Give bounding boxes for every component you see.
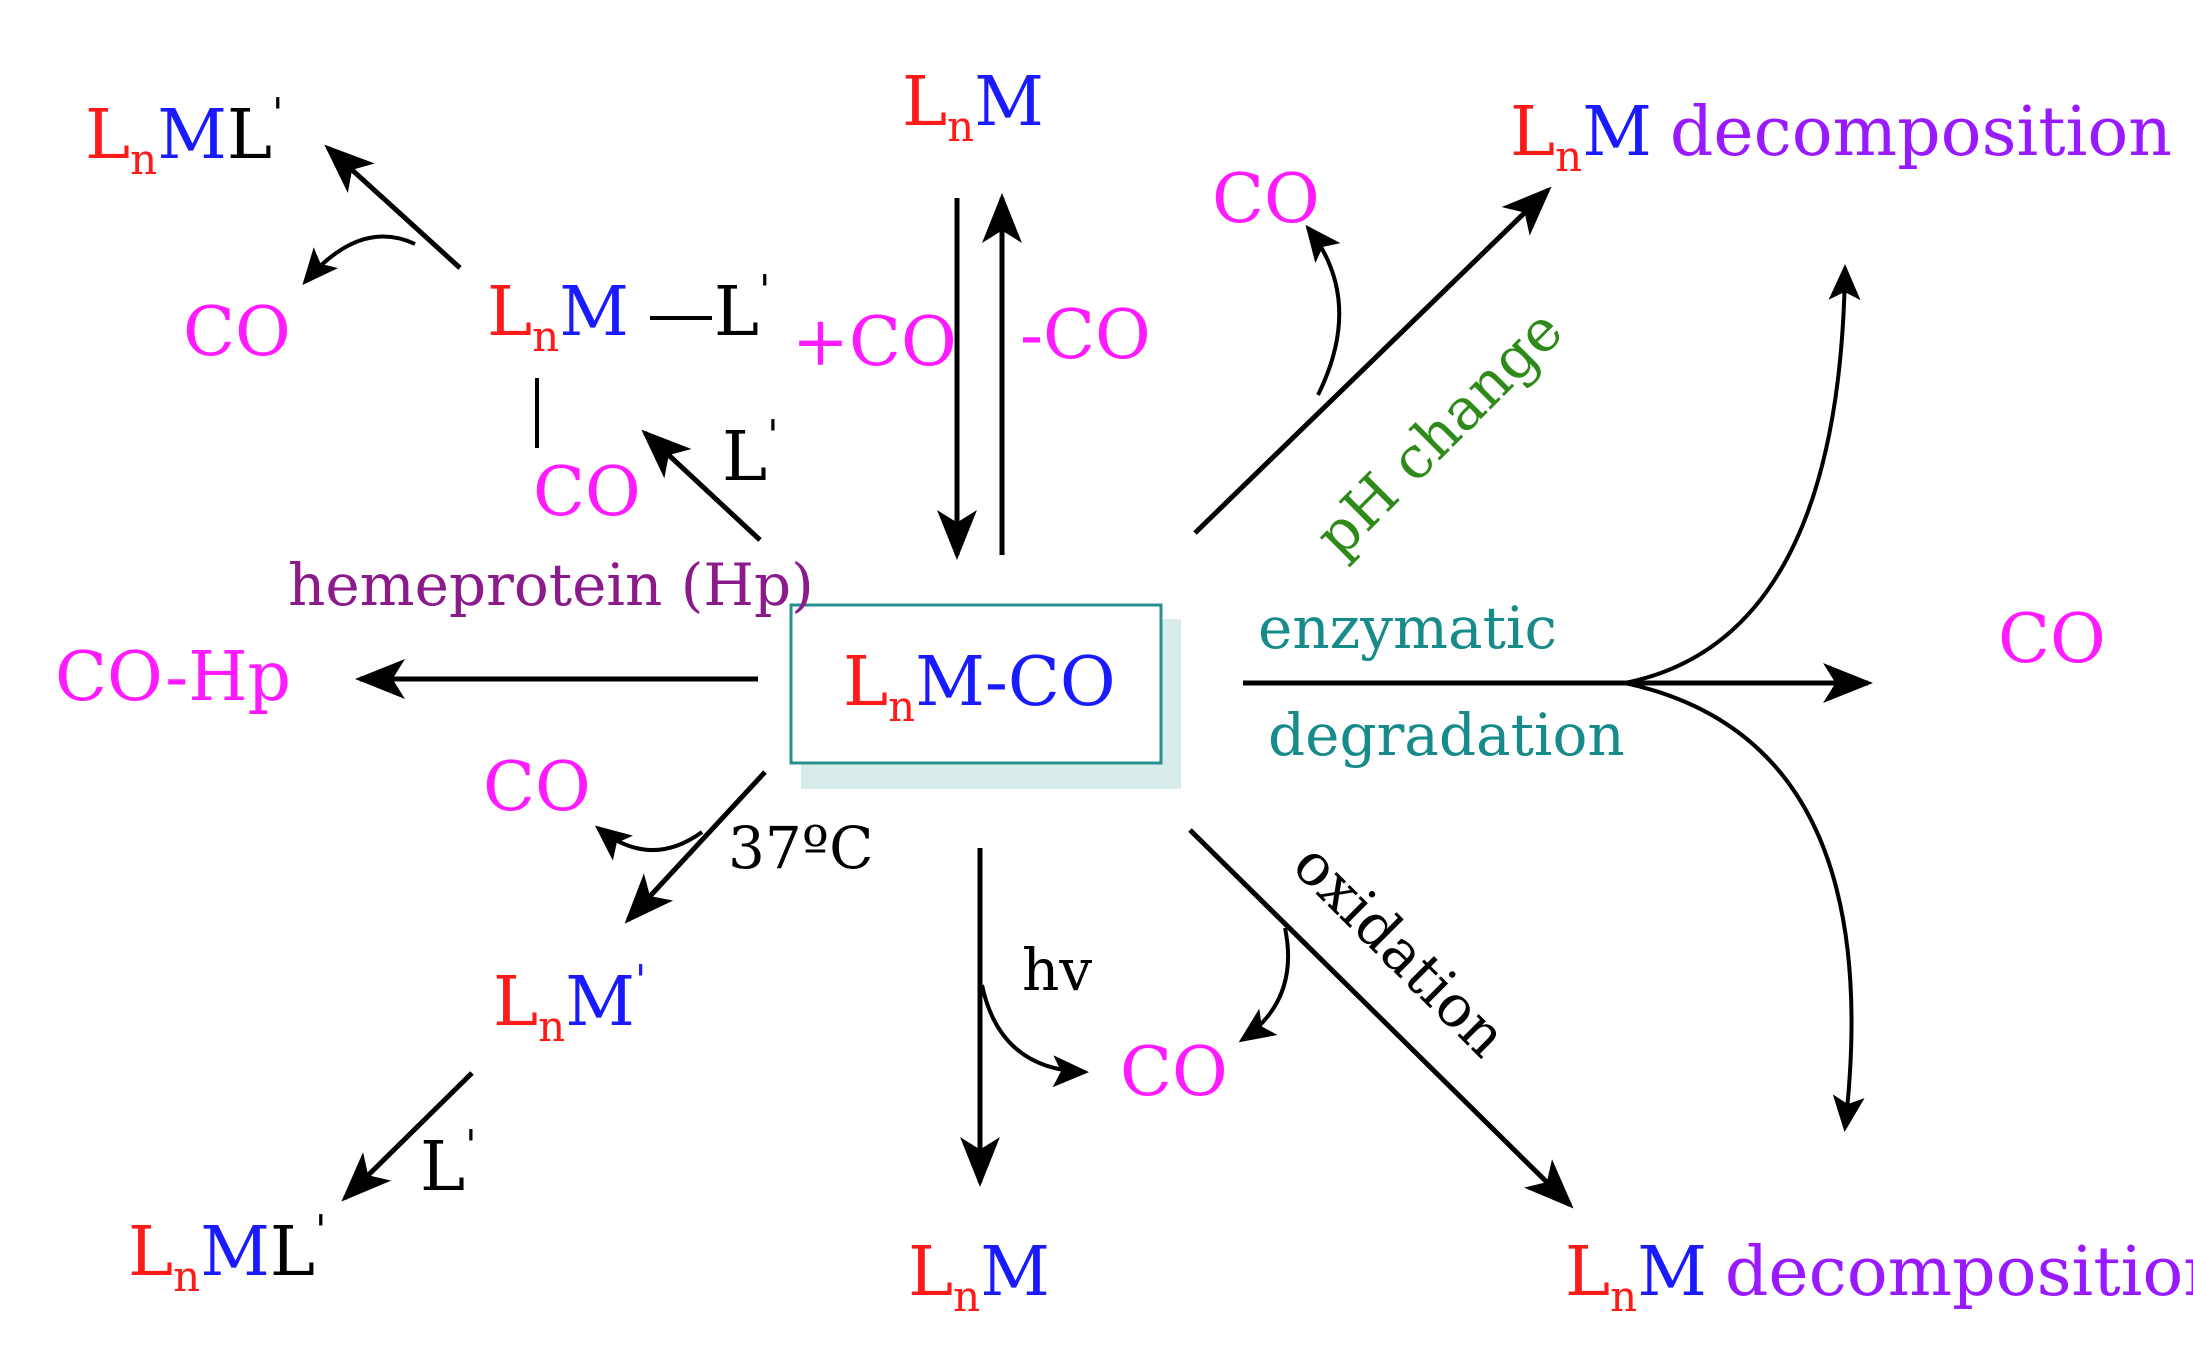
released-co-photolysis: CO [1120, 1033, 1228, 1112]
thermal-metal-product: LnM' [493, 956, 646, 1051]
substituted-complex-bottom-left: LnML' [128, 1206, 327, 1301]
degradation-condition-label: degradation [1268, 701, 1625, 769]
decomposition-branch-up [1624, 264, 1861, 685]
minus-co-label: -CO [1020, 296, 1151, 375]
ph-change-arrow [1193, 186, 1552, 535]
temperature-condition-label: 37ºC [728, 814, 873, 882]
ligand-addition-arrow-bottom-left [341, 1071, 474, 1202]
ligand-prime-reagent-bottom: L' [420, 1121, 477, 1207]
substituted-complex-top-left: LnML' [85, 89, 284, 184]
oxidation-arrow [1188, 828, 1574, 1209]
co-release-curve-oxidation [1238, 927, 1290, 1043]
hv-condition-label: hv [1022, 936, 1092, 1004]
co-release-curve-ph [1305, 224, 1342, 396]
hemeprotein-condition-label: hemeprotein (Hp) [288, 551, 814, 619]
released-co-top-left: CO [183, 293, 291, 372]
ph-change-condition-label: pH change [1302, 296, 1576, 570]
photolysis-metal-product: LnM [908, 1233, 1050, 1321]
ligand-prime-reagent-label: L' [722, 411, 779, 497]
central-compound-label: LnM-CO [843, 643, 1116, 731]
plus-co-label: +CO [792, 303, 957, 382]
co-release-curve-thermal [594, 825, 704, 861]
enzymatic-condition-label: enzymatic [1258, 594, 1557, 662]
released-co-thermal: CO [483, 748, 591, 827]
top-metal-fragment: LnM [902, 63, 1044, 151]
co-release-curve-top-left [302, 234, 416, 286]
co-hemeprotein-product: CO-Hp [55, 638, 291, 717]
thermal-release-arrow [624, 770, 767, 924]
svg-text:LnM: LnM [902, 63, 1044, 151]
bound-co-label: CO [533, 453, 641, 532]
released-co-enzymatic: CO [1998, 600, 2106, 679]
box-frame [789, 603, 1163, 765]
released-co-ph: CO [1212, 160, 1320, 239]
central-compound-box: LnM-CO [789, 603, 1181, 789]
decomposition-branch-down [1624, 681, 1865, 1132]
ligand-substitution-arrow [324, 144, 462, 270]
co-release-curve-photolysis [980, 984, 1089, 1088]
ligand-add-arrow [641, 429, 762, 542]
